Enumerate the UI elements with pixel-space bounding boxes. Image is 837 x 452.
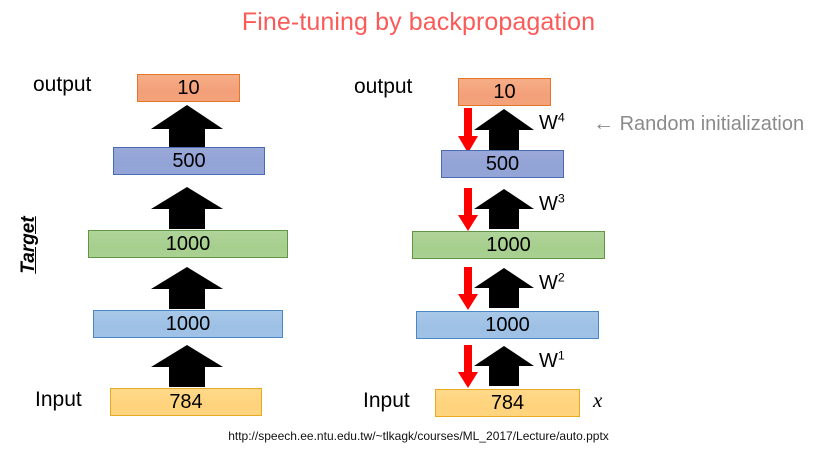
right-arrow-up-3 bbox=[473, 188, 535, 235]
right-layer-input-784: 784 bbox=[435, 389, 580, 417]
weight-exponent-w1: 1 bbox=[557, 348, 565, 363]
weight-base-w3: W bbox=[539, 193, 558, 215]
weight-exponent-w2: 2 bbox=[557, 270, 565, 285]
right-backprop-arrow-1 bbox=[457, 345, 479, 394]
left-arrow-up-2 bbox=[150, 266, 224, 315]
random-initialization-text: Random initialization bbox=[619, 113, 805, 135]
weight-base-w1: W bbox=[539, 350, 558, 372]
left-arrow-icon: ← bbox=[593, 112, 614, 135]
weight-label-w4: W4 bbox=[539, 110, 565, 135]
left-layer-1000-b: 1000 bbox=[93, 310, 283, 338]
left-layer-output-10: 10 bbox=[137, 74, 240, 102]
right-backprop-arrow-3 bbox=[457, 188, 479, 237]
right-input-label: Input bbox=[363, 389, 410, 412]
left-layer-input-784: 784 bbox=[110, 388, 262, 416]
right-arrow-up-2 bbox=[473, 267, 535, 314]
left-layer-1000-a: 1000 bbox=[88, 230, 288, 258]
weight-label-w2: W2 bbox=[539, 270, 565, 295]
weight-label-w1: W1 bbox=[539, 348, 565, 373]
left-arrow-up-4 bbox=[150, 104, 224, 157]
source-url: http://speech.ee.ntu.edu.tw/~tlkagk/cour… bbox=[228, 429, 609, 443]
weight-exponent-w4: 4 bbox=[557, 110, 565, 125]
left-arrow-up-3 bbox=[150, 186, 224, 235]
right-backprop-arrow-2 bbox=[457, 267, 479, 316]
target-label: Target bbox=[18, 216, 39, 274]
input-variable-x: x bbox=[593, 388, 603, 412]
weight-base-w4: W bbox=[539, 112, 558, 134]
right-layer-1000-a: 1000 bbox=[412, 231, 605, 259]
page-title: Fine-tuning by backpropagation bbox=[241, 8, 596, 36]
right-layer-output-10: 10 bbox=[458, 78, 551, 106]
random-initialization-annotation: ← Random initialization bbox=[593, 112, 804, 136]
weight-exponent-w3: 3 bbox=[557, 191, 565, 206]
left-arrow-up-1 bbox=[150, 344, 224, 393]
left-layer-500: 500 bbox=[113, 147, 265, 175]
right-layer-1000-b: 1000 bbox=[416, 311, 599, 339]
right-arrow-up-4 bbox=[473, 108, 535, 157]
left-input-label: Input bbox=[35, 388, 82, 411]
right-output-label: output bbox=[354, 75, 413, 98]
left-output-label: output bbox=[33, 73, 92, 96]
weight-label-w3: W3 bbox=[539, 191, 565, 216]
target-label-group: Target bbox=[6, 198, 46, 298]
right-layer-500: 500 bbox=[441, 150, 564, 178]
weight-base-w2: W bbox=[539, 272, 558, 294]
right-arrow-up-1 bbox=[473, 345, 535, 392]
right-backprop-arrow-4 bbox=[457, 108, 479, 159]
